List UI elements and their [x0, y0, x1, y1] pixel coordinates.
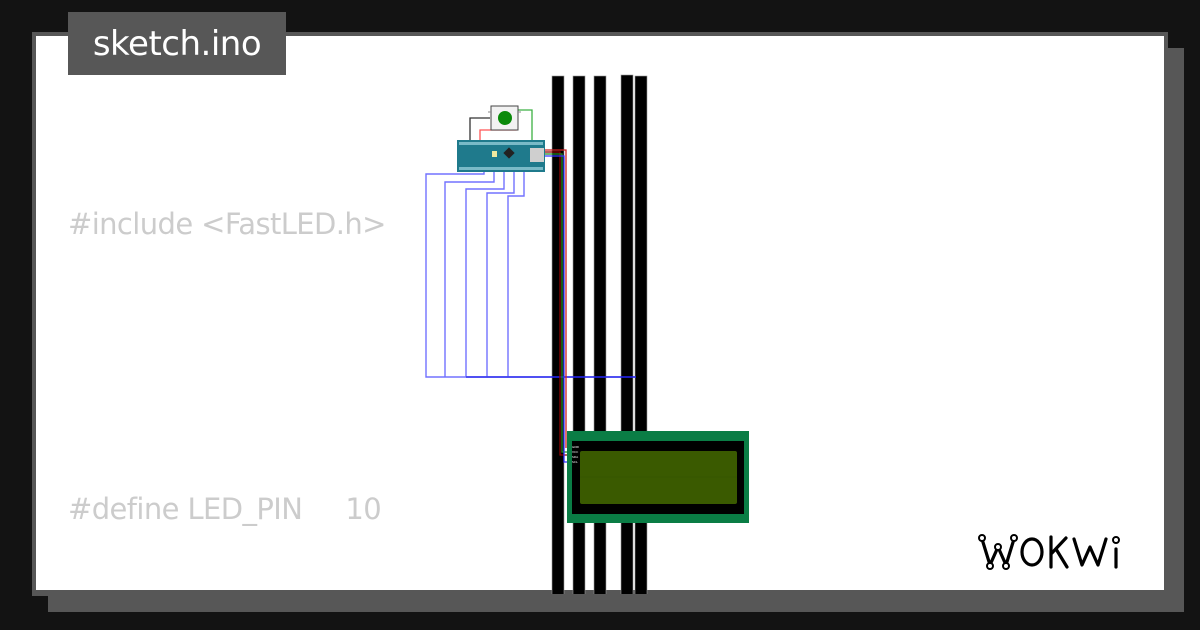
- file-tab-label: sketch.ino: [68, 12, 286, 75]
- wokwi-logo: [976, 527, 1151, 575]
- code-line: [68, 344, 548, 392]
- code-line: #include <FastLED.h>: [68, 207, 386, 241]
- preview-canvas: #include <FastLED.h> #define LED_PIN 10 …: [36, 36, 1164, 590]
- preview-card: #include <FastLED.h> #define LED_PIN 10 …: [32, 32, 1168, 596]
- code-line: #define LED_PIN 10: [68, 492, 382, 526]
- code-preview: #include <FastLED.h> #define LED_PIN 10 …: [68, 106, 548, 590]
